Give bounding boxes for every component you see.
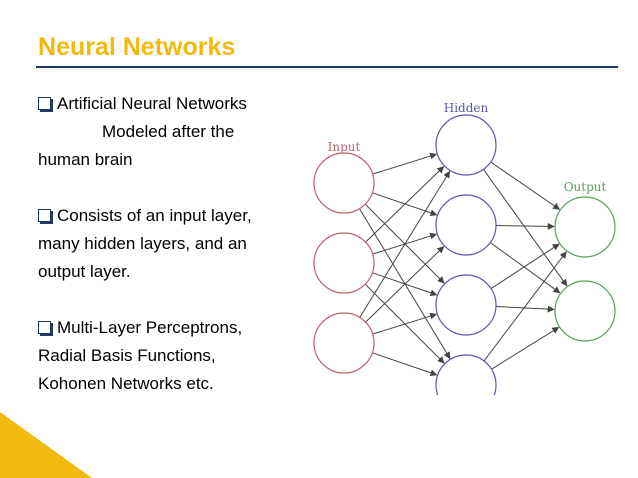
input-node xyxy=(313,232,375,294)
connection-arrow xyxy=(359,170,451,318)
output-node xyxy=(554,280,616,342)
connection-arrow xyxy=(365,246,445,323)
bullet-list: Artificial Neural Networks Modeled after… xyxy=(38,90,313,426)
connection-arrow xyxy=(491,326,560,370)
bullet-item: Multi-Layer Perceptrons, Radial Basis Fu… xyxy=(38,314,313,398)
checkbox-bullet-icon xyxy=(38,97,51,110)
bullet-text: output layer. xyxy=(38,262,131,281)
hidden-node xyxy=(435,114,497,176)
connection-arrow xyxy=(490,242,561,294)
bullet-item: Consists of an input layer, many hidden … xyxy=(38,202,313,286)
bullet-text: many hidden layers, and an xyxy=(38,234,247,253)
connection-arrow xyxy=(372,352,438,377)
title-underline xyxy=(36,66,618,68)
bullet-text: Consists of an input layer, xyxy=(57,206,252,225)
connection-arrow xyxy=(372,152,438,175)
bullet-item: Artificial Neural Networks Modeled after… xyxy=(38,90,313,174)
connection-arrow xyxy=(495,305,555,313)
slide-title: Neural Networks xyxy=(38,33,236,61)
input-node xyxy=(313,312,375,374)
network-nodes xyxy=(313,114,616,395)
connection-arrow xyxy=(495,222,555,230)
connection-arrow xyxy=(490,161,561,210)
neural-network-diagram: Input Hidden Output xyxy=(313,101,616,395)
connection-edges xyxy=(359,152,568,377)
bullet-text: Artificial Neural Networks xyxy=(57,94,247,113)
output-layer-label: Output xyxy=(564,180,607,194)
input-layer-label: Input xyxy=(328,140,361,154)
bullet-text: human brain xyxy=(38,150,133,169)
bullet-text: Modeled after the xyxy=(102,122,235,141)
hidden-node xyxy=(435,274,497,336)
checkbox-bullet-icon xyxy=(38,321,51,334)
connection-arrow xyxy=(483,251,567,362)
connection-arrow xyxy=(365,166,445,243)
checkbox-bullet-icon xyxy=(38,209,51,222)
bullet-text: Multi-Layer Perceptrons, xyxy=(57,318,243,337)
bullet-text: Kohonen Networks etc. xyxy=(38,374,214,393)
input-node xyxy=(313,152,375,214)
hidden-node xyxy=(435,194,497,256)
output-node xyxy=(554,196,616,258)
hidden-node xyxy=(435,354,497,395)
bullet-text: Radial Basis Functions, xyxy=(38,346,216,365)
connection-arrow xyxy=(372,312,438,335)
connection-arrow xyxy=(490,243,560,290)
hidden-layer-label: Hidden xyxy=(444,101,489,115)
connection-arrow xyxy=(483,169,568,287)
